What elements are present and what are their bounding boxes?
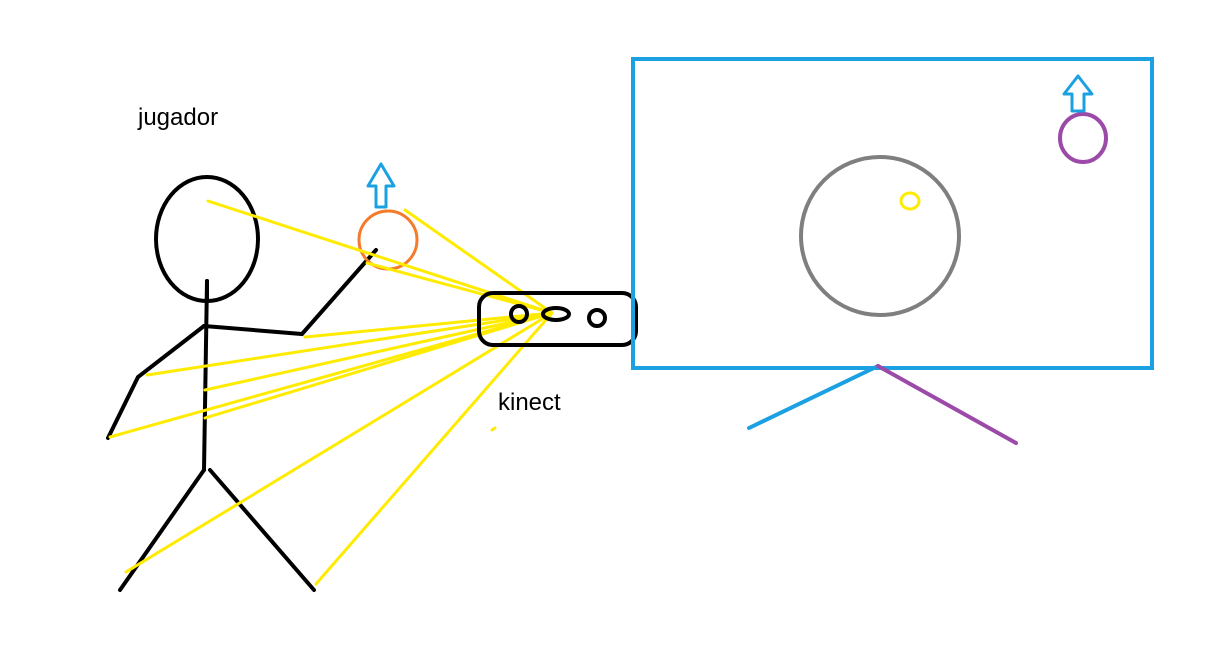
tv-screen [631, 57, 1154, 370]
player-label: jugador [138, 104, 219, 131]
kinect-left-lens [509, 304, 529, 324]
player-torso [202, 279, 209, 472]
target-dot [899, 191, 921, 211]
kinect-body [477, 291, 638, 347]
tv-stand-right [876, 364, 1018, 445]
player-right-arm [202, 248, 378, 337]
player-figure [106, 175, 378, 592]
kinect-label: kinect [498, 389, 561, 416]
target-circle [799, 155, 961, 317]
player-right-leg [208, 468, 316, 592]
kinect-center-lens [541, 306, 571, 322]
avatar-ball [1058, 112, 1108, 164]
player-left-arm [106, 324, 206, 440]
player-left-leg [118, 468, 206, 592]
kinect-rays [108, 199, 554, 586]
kinect-device [477, 291, 638, 347]
avatar-up-arrow-icon [1062, 74, 1094, 113]
kinect-right-lens [587, 308, 607, 328]
tv-stand-left [747, 364, 880, 430]
ball-up-arrow-icon [366, 162, 396, 209]
stray-dot [490, 426, 497, 432]
